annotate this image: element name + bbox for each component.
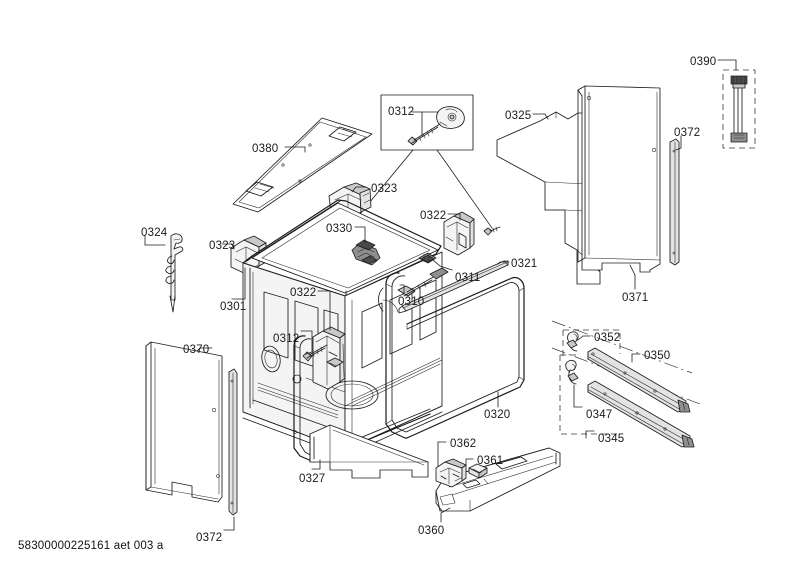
part-0301-inner-tub-frame [242,199,443,457]
part-0361-base-clip-small [468,463,488,479]
part-0345-telescopic-rail-lower [559,354,695,448]
callout-label-0301: 0301 [220,301,247,313]
callout-label-0372-right: 0372 [674,127,701,139]
callout-label-0322-lower: 0322 [290,287,317,299]
part-0310-hose-connector [378,267,449,312]
callout-label-0324: 0324 [141,227,168,239]
callout-label-0327: 0327 [299,473,326,485]
part-0372-edge-seal-strip-left [228,368,238,516]
callout-label-0312-main: 0312 [273,333,300,345]
callout-label-0310: 0310 [398,296,425,308]
callout-label-0380: 0380 [252,143,279,155]
callout-label-0323-left: 0323 [209,240,236,252]
callout-label-0320: 0320 [484,409,511,421]
callout-label-0372-left: 0372 [196,532,223,544]
part-0371-side-panel-right [577,85,661,273]
part-0312-screw-fastener [302,344,328,362]
callout-label-0370: 0370 [183,344,210,356]
leader-0312-box-b [436,149,493,229]
part-0322-side-bracket-left [312,326,346,390]
part-0350-telescopic-rail-upper [551,320,701,413]
callout-label-0347: 0347 [586,409,613,421]
callout-label-0321: 0321 [511,258,538,270]
part-0311-hose-clamp [418,252,437,264]
part-0322-side-bracket-right [443,211,501,256]
callout-label-0371: 0371 [622,292,649,304]
callout-label-0325: 0325 [505,110,532,122]
part-0380-top-cover-panel [232,117,373,213]
callout-label-0330: 0330 [326,223,353,235]
part-0370-side-panel-left [145,341,223,503]
part-0362-base-clip-large [435,458,467,488]
callout-label-0362: 0362 [450,438,477,450]
callout-label-0311: 0311 [455,272,481,284]
part-0324-anchor-pin-clip [165,233,184,313]
callout-label-0322-upper: 0322 [420,210,447,222]
callout-label-0361: 0361 [477,455,504,467]
callout-label-0323-top: 0323 [371,183,398,195]
detail-box-0312 [380,94,474,151]
drawing-footer-code: 58300000225161 aet 003 a [18,540,164,552]
part-0372-edge-seal-strip-right [669,138,680,266]
callout-label-0360: 0360 [418,525,445,537]
part-0327-base-tray [309,424,429,479]
part-0330-top-latch-catch [351,239,381,266]
part-0321-guide-rail-bar [398,260,509,314]
callout-label-0350: 0350 [644,350,671,362]
callout-leaders [144,59,737,531]
callout-label-0352: 0352 [594,332,621,344]
callout-label-0312-box: 0312 [388,106,415,118]
part-0390-cable-harness [722,69,756,149]
callout-label-0390: 0390 [690,56,717,68]
callout-label-0345: 0345 [598,433,625,445]
